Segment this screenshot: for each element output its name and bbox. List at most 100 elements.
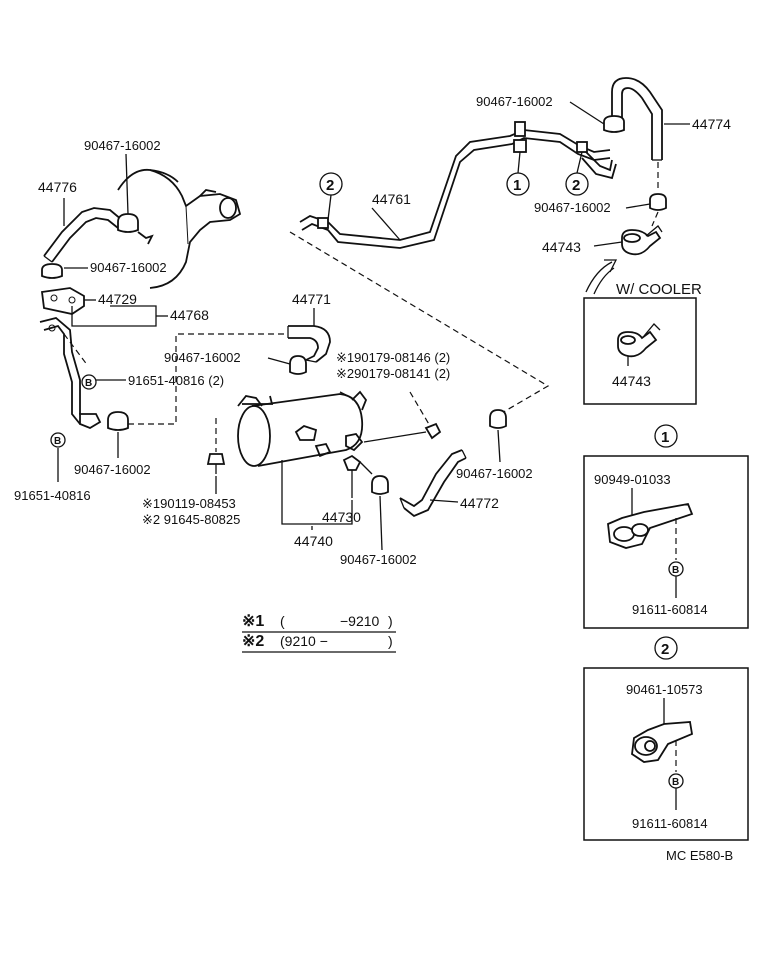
label-90467-left-mid: 90467-16002 <box>90 260 167 275</box>
clamp-left-low <box>107 411 129 431</box>
valve-44730 <box>342 454 373 498</box>
label-44772: 44772 <box>460 495 499 511</box>
label-w-cooler: W/ COOLER <box>616 281 702 298</box>
label-44729: 44729 <box>98 291 137 307</box>
clamp-center <box>289 355 307 375</box>
clamp-top-left <box>603 115 625 133</box>
note-1-value: −9210 <box>340 613 380 629</box>
callout-2-box-num: 2 <box>661 641 669 658</box>
label-44740: 44740 <box>294 533 333 549</box>
label-91611-b: 91611-60814 <box>632 816 708 831</box>
label-90467-left-low: 90467-16002 <box>74 462 151 477</box>
pipe-44761 <box>299 129 617 249</box>
bolt-b-box1-mark: B <box>672 565 679 576</box>
dash-pipe-to-clamp <box>289 231 550 415</box>
callout-1-top: 1 <box>506 151 530 196</box>
label-90467-tr: 90467-16002 <box>534 200 611 215</box>
callout-2-top-num: 2 <box>572 177 580 194</box>
brake-booster <box>117 168 242 289</box>
bracket-44768-callout <box>71 305 157 327</box>
hose-connector <box>137 231 154 245</box>
bolt-b-mid: B <box>81 374 97 390</box>
clamp-bottom <box>371 475 389 495</box>
clamp-90461 <box>631 721 694 763</box>
diagram-code: MC E580-B <box>666 848 733 863</box>
valve-44743-detail <box>617 323 661 366</box>
label-44761: 44761 <box>372 191 411 207</box>
hose-44776 <box>43 207 123 263</box>
label-44743: 44743 <box>542 239 581 255</box>
canister-44740 <box>237 390 368 467</box>
clamp-right-center <box>489 409 507 429</box>
bolt-b-mid-mark: B <box>85 378 92 389</box>
label-90467-bottom: 90467-16002 <box>340 552 417 567</box>
bolt-b-box2-mark: B <box>672 777 679 788</box>
label-44730: 44730 <box>322 509 361 525</box>
clamp-pipe-left <box>317 217 329 229</box>
leader-90467-left-top <box>125 153 129 215</box>
pipe-canister-right <box>363 431 427 443</box>
clamp-left-top <box>117 213 139 233</box>
dash-bolt-mid <box>63 333 89 367</box>
dash-44743-up <box>651 211 659 227</box>
label-90461: 90461-10573 <box>626 682 703 697</box>
bracket-44729 <box>40 287 85 315</box>
notes-block: ※1 ( −9210 ) ※2 (9210 − ) <box>242 613 396 653</box>
label-90467-right: 90467-16002 <box>456 466 533 481</box>
clamp-top-right <box>649 193 667 211</box>
label-44774: 44774 <box>692 116 731 132</box>
label-91611-a: 91611-60814 <box>632 602 708 617</box>
callout-2-left: 2 <box>319 172 343 221</box>
hose-44771 <box>287 325 331 363</box>
label-90949: 90949-01033 <box>594 472 671 487</box>
label-44771: 44771 <box>292 291 331 307</box>
note-1-open: ( <box>280 613 285 629</box>
leader-90467-top <box>569 101 605 125</box>
label-290179: ※290179-08141 (2) <box>336 366 450 381</box>
cooler-arrow <box>585 259 618 295</box>
bolt-left <box>206 453 226 474</box>
bracket-44740-callout <box>281 460 353 525</box>
leader-90467-center <box>267 357 291 365</box>
clamp-90949 <box>607 502 694 549</box>
label-190119: ※190119-08453 <box>142 496 236 511</box>
note-2-close: ) <box>388 633 393 649</box>
dash-clip <box>409 391 431 427</box>
leader-90467-bottom <box>379 495 383 551</box>
callout-2-box: 2 <box>654 636 678 660</box>
callout-1-top-num: 1 <box>513 177 521 194</box>
clamp-left-mid <box>41 263 63 279</box>
label-291645: ※2 91645-80825 <box>142 512 240 527</box>
clamp-pipe-right <box>576 141 588 153</box>
leader-190179 <box>339 391 353 399</box>
bolt-b-low: B <box>50 432 66 448</box>
clip-right <box>424 422 442 440</box>
label-44768: 44768 <box>170 307 209 323</box>
label-90467-center: 90467-16002 <box>164 350 241 365</box>
note-1-close: ) <box>388 613 393 629</box>
hose-44774 <box>611 77 663 161</box>
detail-box-2 <box>583 667 749 841</box>
label-44743-box: 44743 <box>612 373 651 389</box>
hose-44772 <box>399 449 467 518</box>
label-91651: 91651-40816 <box>14 488 91 503</box>
note-2-value: (9210 − <box>280 633 328 649</box>
bolt-b-low-mark: B <box>54 436 61 447</box>
callout-2-top: 2 <box>565 151 589 196</box>
bracket-arm <box>39 317 102 430</box>
valve-44743 <box>621 225 663 256</box>
leader-90467-right <box>497 429 501 463</box>
dash-left-to-44771 <box>128 333 288 425</box>
note-1-mark: ※1 <box>242 613 264 630</box>
tee-fitting <box>513 121 527 153</box>
leader-44743 <box>593 241 623 247</box>
note-2-mark: ※2 <box>242 633 264 650</box>
callout-1-box: 1 <box>654 424 678 448</box>
label-90467-left-top: 90467-16002 <box>84 138 161 153</box>
callout-2-left-num: 2 <box>326 177 334 194</box>
label-44776: 44776 <box>38 179 77 195</box>
leader-90467-tr <box>625 203 651 209</box>
label-90467-top: 90467-16002 <box>476 94 553 109</box>
